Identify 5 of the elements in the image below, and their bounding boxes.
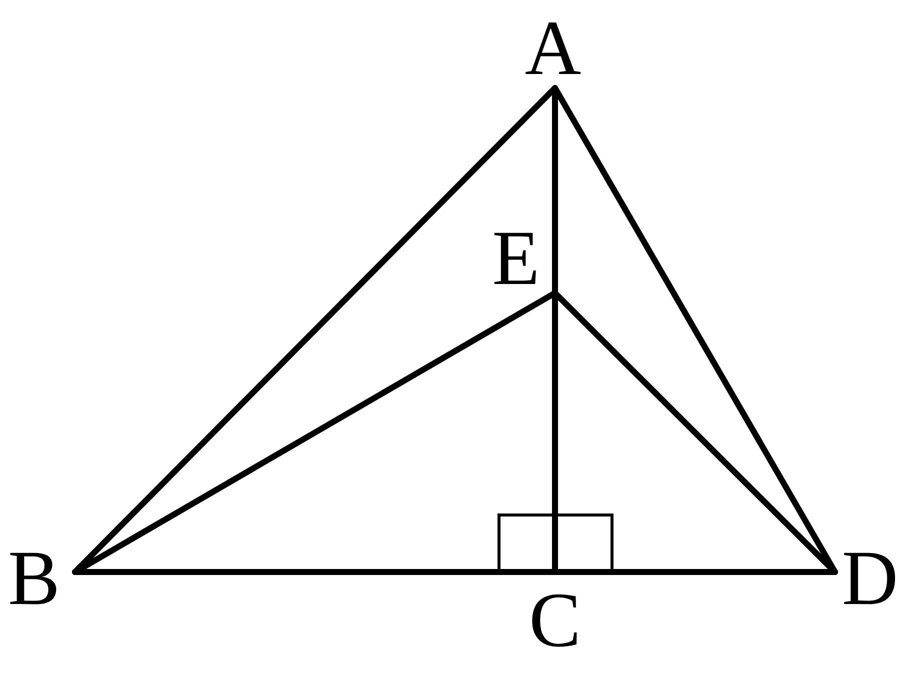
point-label: C <box>528 581 582 659</box>
point-label: D <box>842 539 898 617</box>
point-label: B <box>8 539 60 617</box>
point-label: E <box>492 219 540 297</box>
point-label: A <box>524 9 582 87</box>
